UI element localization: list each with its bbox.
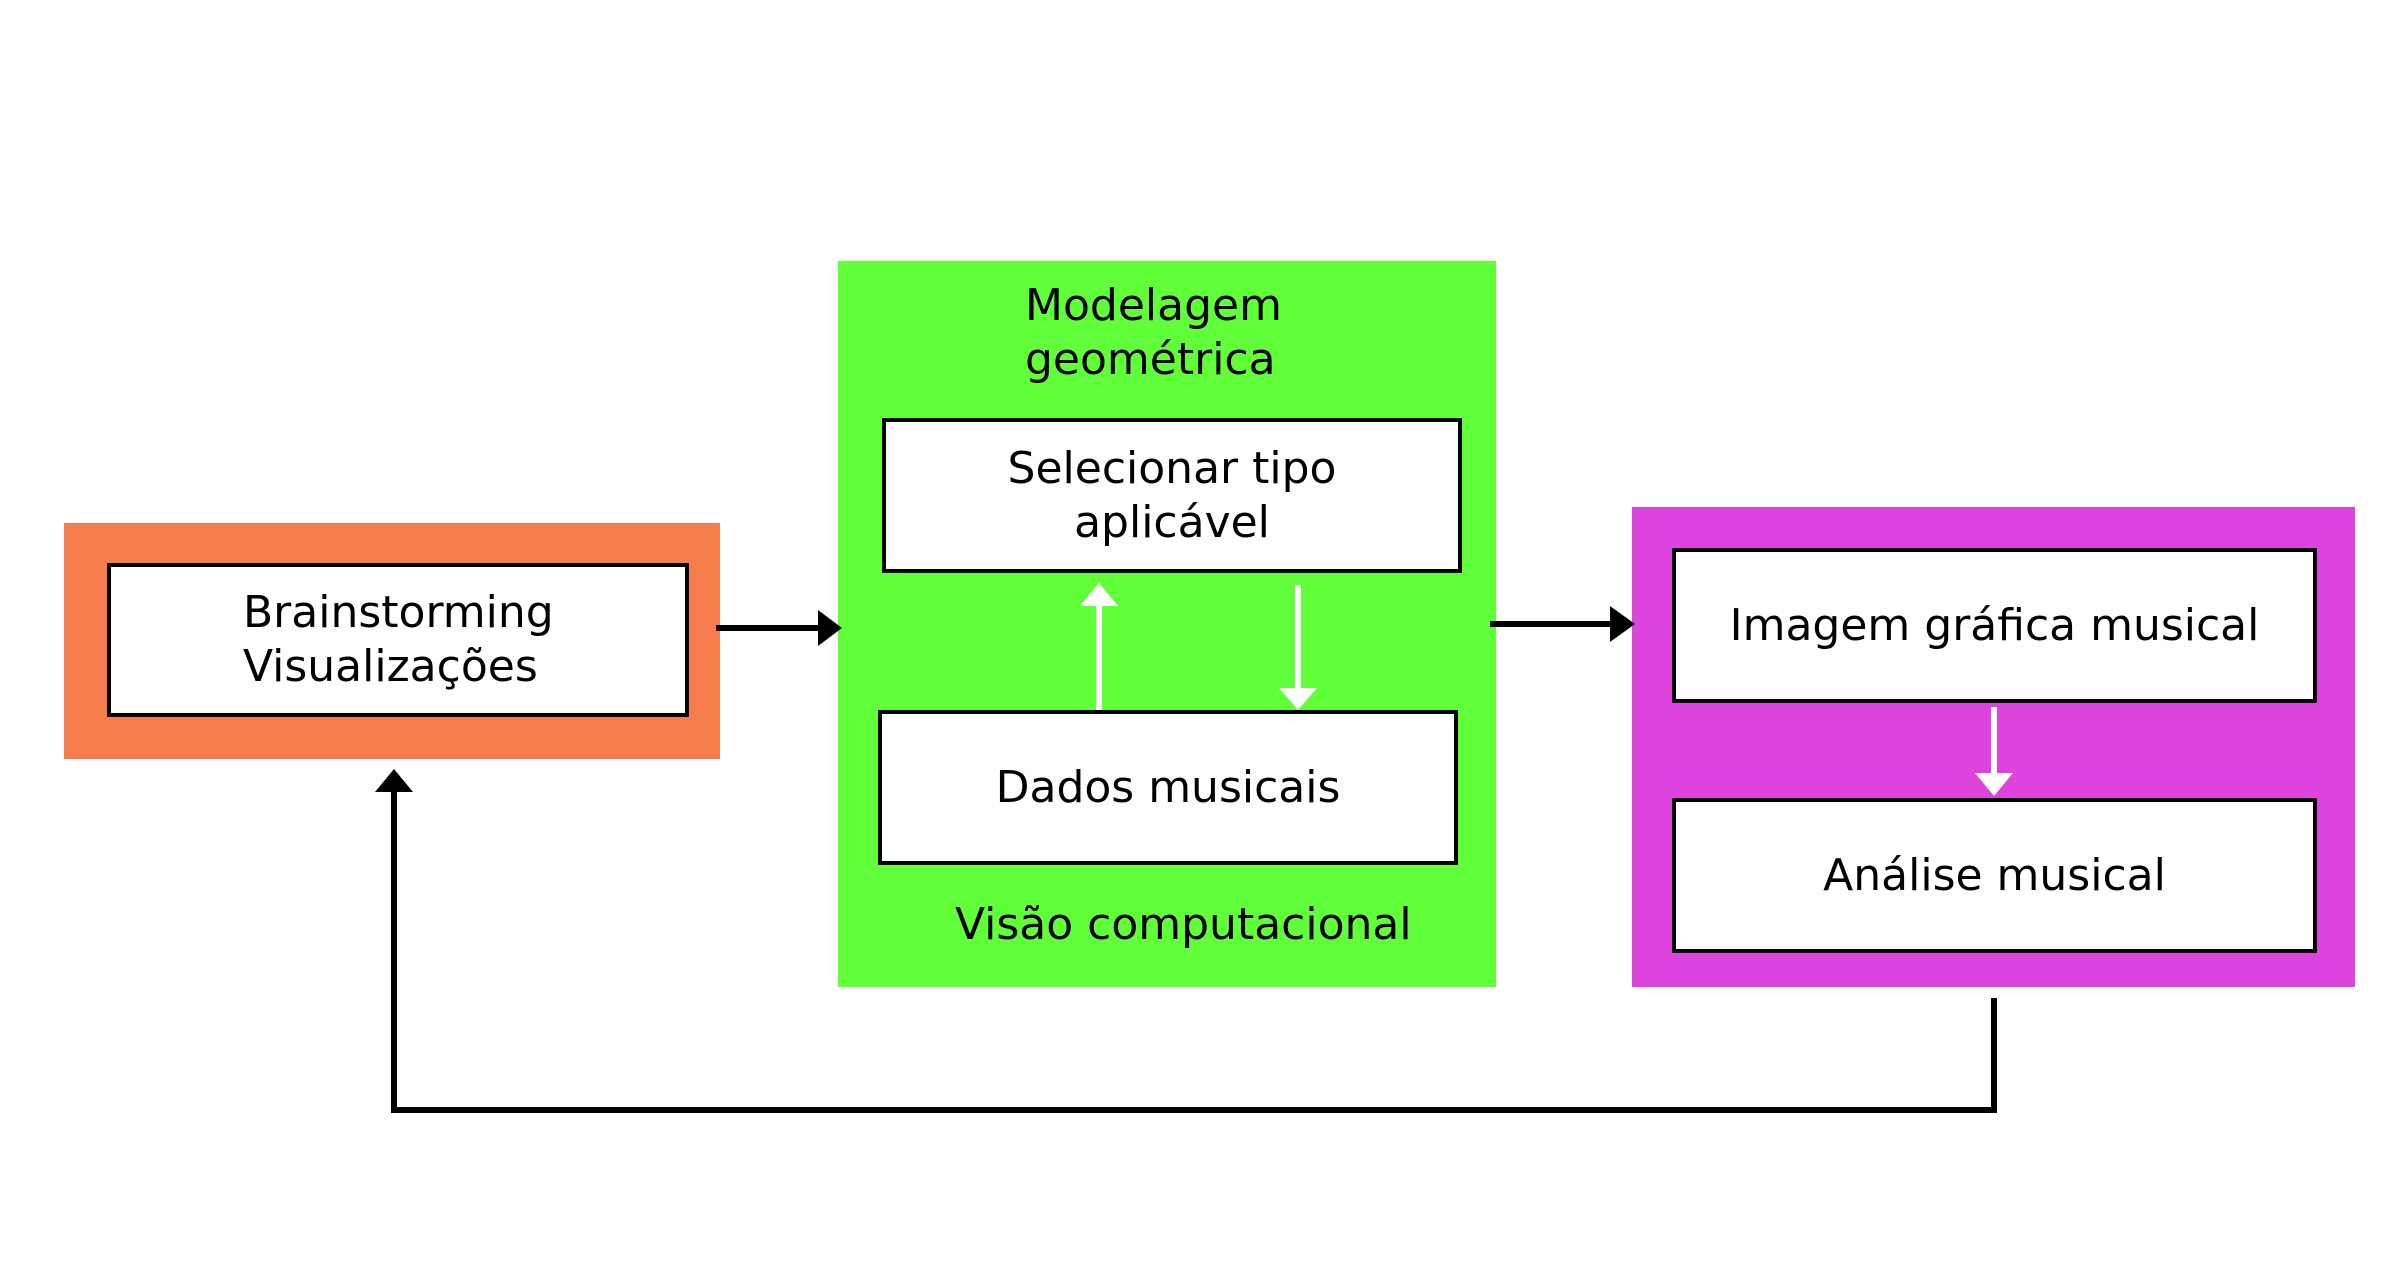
arrow-select-to-data-down xyxy=(1279,585,1317,710)
arrow-data-to-select-up xyxy=(1080,583,1118,710)
geometric-title-line-1: Modelagem xyxy=(1025,280,1282,331)
geometric-title-line-2: geométrica xyxy=(1025,334,1276,385)
musical-data-box: Dados musicais xyxy=(878,710,1458,865)
geometric-modeling-group xyxy=(838,261,1496,987)
computer-vision-label: Visão computacional xyxy=(955,899,1412,950)
brainstorming-box: Brainstorming Visualizações xyxy=(107,563,689,717)
musical-analysis-label: Análise musical xyxy=(1823,849,2166,901)
geometric-modeling-title: Modelagem geométrica xyxy=(1025,279,1282,387)
graphic-image-box: Imagem gráfica musical xyxy=(1672,548,2317,703)
arrow-ideation-to-modeling xyxy=(716,610,842,646)
musical-analysis-box: Análise musical xyxy=(1672,798,2317,953)
select-type-box: Selecionar tipo aplicável xyxy=(882,418,1462,573)
arrow-modeling-to-output xyxy=(1490,606,1635,642)
graphic-image-label: Imagem gráfica musical xyxy=(1729,599,2260,651)
brainstorming-line-1: Brainstorming xyxy=(243,587,554,638)
arrow-image-to-analysis-down xyxy=(1975,707,2013,796)
musical-data-label: Dados musicais xyxy=(995,761,1341,813)
brainstorming-line-2: Visualizações xyxy=(243,641,538,692)
feedback-loop-arrow xyxy=(375,769,1997,1113)
select-type-line-1: Selecionar tipo xyxy=(1007,442,1337,494)
select-type-line-2: aplicável xyxy=(1074,496,1270,548)
